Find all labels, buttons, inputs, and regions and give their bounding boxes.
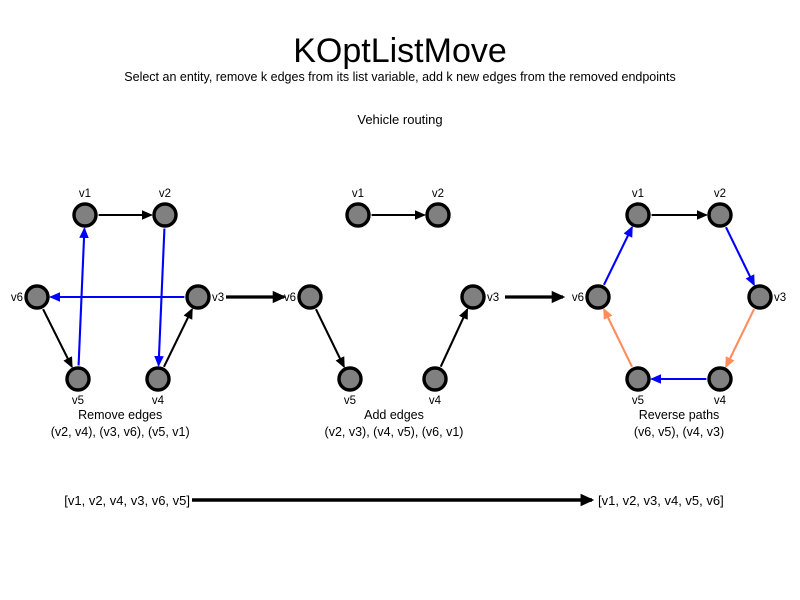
node-circle-v3[interactable] (747, 284, 773, 310)
panel-add-caption-line1: Add edges (364, 408, 424, 422)
node-v6[interactable]: v6 (572, 284, 611, 310)
node-label-v5: v5 (72, 395, 84, 407)
edge-v4-v3 (439, 307, 469, 368)
node-circle-v2[interactable] (152, 202, 178, 228)
edge-v6-v5 (315, 308, 345, 369)
panel-reverse-caption-line1: Reverse paths (639, 408, 720, 422)
node-v5[interactable]: v5 (65, 366, 91, 407)
node-v1[interactable]: v1 (625, 188, 651, 228)
node-v3[interactable]: v3 (460, 284, 499, 310)
node-label-v1: v1 (79, 188, 91, 200)
node-circle-v6[interactable] (297, 284, 323, 310)
node-circle-v2[interactable] (425, 202, 451, 228)
node-label-v3: v3 (212, 292, 224, 304)
edge-v2-v3 (725, 226, 755, 287)
edge-v6-v1 (603, 225, 633, 286)
panel-reverse-edges (603, 210, 755, 384)
node-v3[interactable]: v3 (747, 284, 786, 310)
node-circle-v3[interactable] (185, 284, 211, 310)
page-subtitle: Select an entity, remove k edges from it… (124, 70, 675, 84)
node-label-v2: v2 (159, 188, 171, 200)
node-label-v2: v2 (714, 188, 726, 200)
flow-row: [v1, v2, v4, v3, v6, v5] [v1, v2, v3, v4… (64, 493, 723, 508)
node-circle-v4[interactable] (422, 366, 448, 392)
before-list-text: [v1, v2, v4, v3, v6, v5] (64, 493, 190, 508)
node-v2[interactable]: v2 (152, 188, 178, 228)
edge-v5-v6 (603, 307, 633, 368)
node-label-v2: v2 (432, 188, 444, 200)
node-v6[interactable]: v6 (284, 284, 323, 310)
node-circle-v1[interactable] (625, 202, 651, 228)
node-label-v6: v6 (572, 292, 584, 304)
node-circle-v2[interactable] (707, 202, 733, 228)
node-v3[interactable]: v3 (185, 284, 224, 310)
section-label: Vehicle routing (357, 112, 442, 127)
node-circle-v6[interactable] (585, 284, 611, 310)
node-circle-v4[interactable] (707, 366, 733, 392)
edge-v3-v4 (725, 308, 755, 369)
node-label-v1: v1 (352, 188, 364, 200)
node-circle-v5[interactable] (65, 366, 91, 392)
node-v1[interactable]: v1 (345, 188, 371, 228)
node-label-v4: v4 (714, 395, 727, 407)
node-circle-v5[interactable] (625, 366, 651, 392)
edge-v6-v5 (42, 308, 73, 369)
node-circle-v3[interactable] (460, 284, 486, 310)
node-circle-v4[interactable] (145, 366, 171, 392)
panel-add-edges (315, 210, 469, 369)
node-v1[interactable]: v1 (72, 188, 98, 228)
node-label-v5: v5 (632, 395, 644, 407)
node-circle-v1[interactable] (72, 202, 98, 228)
node-v4[interactable]: v4 (422, 366, 448, 407)
node-v2[interactable]: v2 (425, 188, 451, 228)
panel-add-nodes: v1 v2 v3 v4 v5 v6 (284, 188, 499, 407)
node-label-v6: v6 (284, 292, 296, 304)
node-label-v4: v4 (152, 395, 165, 407)
node-label-v6: v6 (11, 292, 23, 304)
node-circle-v6[interactable] (24, 284, 50, 310)
node-v6[interactable]: v6 (11, 284, 50, 310)
node-circle-v1[interactable] (345, 202, 371, 228)
node-label-v1: v1 (632, 188, 644, 200)
node-label-v3: v3 (487, 292, 499, 304)
node-v5[interactable]: v5 (337, 366, 363, 407)
panel-reverse-nodes: v1 v2 v3 v4 v5 v6 (572, 188, 786, 407)
edge-v4-v3 (163, 307, 193, 368)
after-list-text: [v1, v2, v3, v4, v5, v6] (598, 493, 724, 508)
node-v5[interactable]: v5 (625, 366, 651, 407)
node-v4[interactable]: v4 (145, 366, 171, 407)
panel-reverse-caption-line2: (v6, v5), (v4, v3) (634, 425, 724, 439)
node-label-v4: v4 (429, 395, 442, 407)
node-label-v5: v5 (344, 395, 356, 407)
panel-remove-edges (42, 210, 193, 369)
page-title: KOptListMove (293, 32, 507, 70)
panel-remove-caption-line2: (v2, v4), (v3, v6), (v5, v1) (51, 425, 190, 439)
panel-add-caption-line2: (v2, v3), (v4, v5), (v6, v1) (325, 425, 464, 439)
node-circle-v5[interactable] (337, 366, 363, 392)
node-label-v3: v3 (774, 292, 786, 304)
panel-remove-nodes: v1 v2 v3 v4 v5 v6 (11, 188, 224, 407)
panel-remove-caption-line1: Remove edges (78, 408, 162, 422)
node-v4[interactable]: v4 (707, 366, 733, 407)
node-v2[interactable]: v2 (707, 188, 733, 228)
